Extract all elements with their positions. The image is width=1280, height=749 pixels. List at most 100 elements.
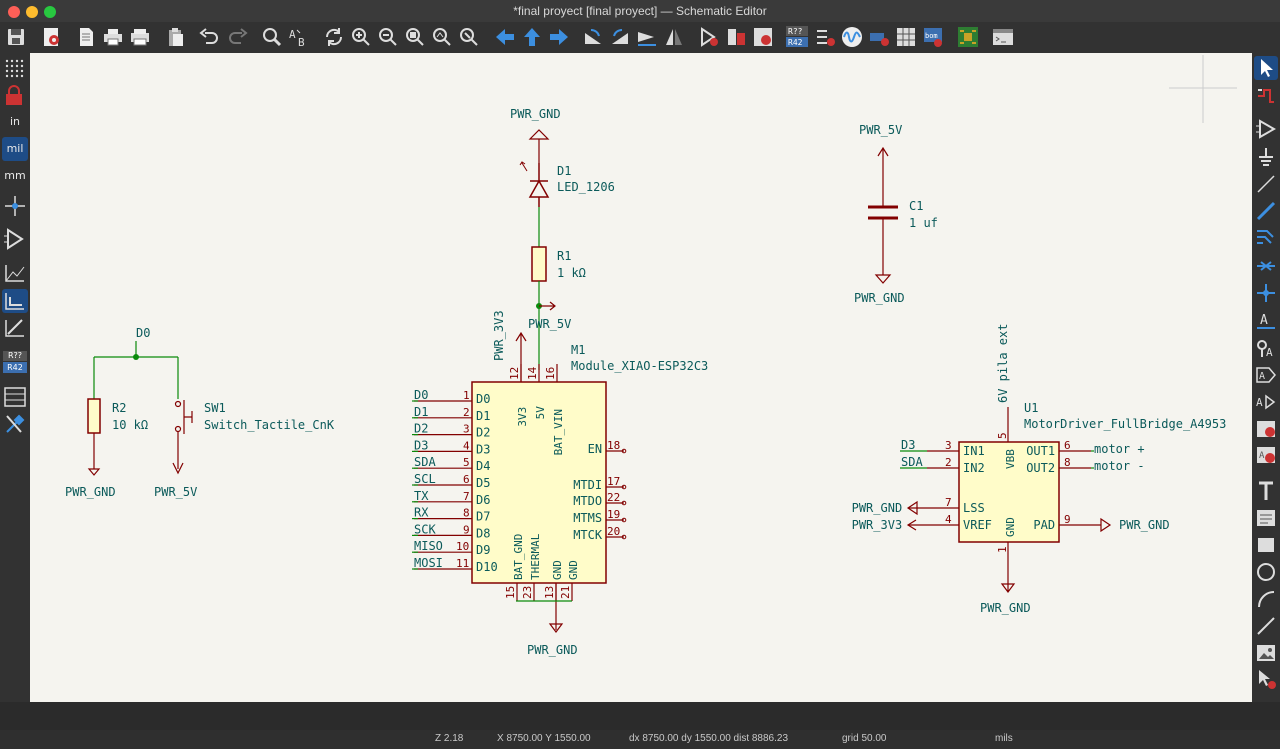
m1-gnd-label: PWR_GND xyxy=(527,643,578,657)
hierarchy-icon[interactable] xyxy=(697,25,721,49)
import-sheet-pin-icon[interactable]: A xyxy=(1254,443,1278,467)
m1-pin-number: 16 xyxy=(544,367,557,380)
highlight-net-icon[interactable] xyxy=(1254,84,1278,108)
close-window-button[interactable] xyxy=(8,6,20,18)
units-inch-button[interactable]: in xyxy=(2,110,28,134)
zoom-fit-icon[interactable] xyxy=(403,25,427,49)
symbol-browser-icon[interactable] xyxy=(751,25,775,49)
add-bus-icon[interactable] xyxy=(1254,225,1278,249)
symbol-editor-icon[interactable] xyxy=(724,25,748,49)
add-hier-label-icon[interactable]: A xyxy=(1254,390,1278,414)
units-mm-button[interactable]: mm xyxy=(2,164,28,188)
u1-pin-name: OUT1 xyxy=(1026,444,1055,458)
redo-icon[interactable] xyxy=(226,25,250,49)
zoom-window-button[interactable] xyxy=(44,6,56,18)
sw1-ref: SW1 xyxy=(204,401,226,415)
zoom-objects-icon[interactable] xyxy=(430,25,454,49)
sw1-5v-label: PWR_5V xyxy=(154,485,197,499)
delete-tool-icon[interactable] xyxy=(1254,667,1278,691)
hierarchy-navigator-icon[interactable] xyxy=(2,385,28,409)
scripting-console-icon[interactable] xyxy=(991,25,1015,49)
cursor-crosshair-icon[interactable] xyxy=(2,194,28,218)
schematic-canvas[interactable]: D0 R2 10 kΩ PWR_GND SW1 Switch_Tactile_C… xyxy=(30,53,1252,702)
add-image-icon[interactable] xyxy=(1254,641,1278,665)
m1-pin-name: D1 xyxy=(476,409,490,423)
add-text-icon[interactable] xyxy=(1254,479,1278,503)
u1-net-label: D3 xyxy=(901,438,915,452)
generate-bom-icon[interactable]: bom xyxy=(921,25,945,49)
print-icon[interactable] xyxy=(101,25,125,49)
add-label-icon[interactable]: A xyxy=(1254,308,1278,332)
u1-driver-body[interactable] xyxy=(958,441,1060,543)
r2-resistor-body[interactable] xyxy=(87,398,101,434)
erc-icon[interactable] xyxy=(813,25,837,49)
m1-pin-number: 7 xyxy=(463,490,470,503)
add-junction-icon[interactable] xyxy=(1254,281,1278,305)
add-global-label-icon[interactable]: A xyxy=(1254,363,1278,387)
c1-value: 1 uf xyxy=(909,216,938,230)
svg-text:B: B xyxy=(298,36,305,49)
grid-override-icon[interactable] xyxy=(2,84,28,108)
save-icon[interactable] xyxy=(4,25,28,49)
mirror-h-icon[interactable] xyxy=(635,25,659,49)
arrow-up-icon[interactable] xyxy=(520,25,544,49)
c1-gnd-symbol xyxy=(874,218,892,284)
add-line-icon[interactable] xyxy=(1254,172,1278,196)
line-mode-90-icon[interactable] xyxy=(2,289,28,313)
add-arc-icon[interactable] xyxy=(1254,587,1278,611)
m1-module-body[interactable] xyxy=(471,381,607,584)
add-symbol-icon[interactable] xyxy=(1254,117,1278,141)
assign-footprints-icon[interactable] xyxy=(867,25,891,49)
properties-manager-icon[interactable] xyxy=(2,412,28,436)
add-circle-icon[interactable] xyxy=(1254,560,1278,584)
hidden-pins-icon[interactable] xyxy=(2,227,28,251)
arrow-left-icon[interactable] xyxy=(493,25,517,49)
find-icon[interactable] xyxy=(260,25,284,49)
pcb-editor-icon[interactable] xyxy=(956,25,980,49)
add-rectangle-icon[interactable] xyxy=(1254,533,1278,557)
add-wire-icon[interactable] xyxy=(1254,199,1278,223)
plot-icon[interactable] xyxy=(128,25,152,49)
grid-toggle-icon[interactable] xyxy=(2,56,28,80)
zoom-in-icon[interactable] xyxy=(349,25,373,49)
units-inch-label: in xyxy=(9,115,21,128)
minimize-window-button[interactable] xyxy=(26,6,38,18)
m1-pin-number: 20 xyxy=(607,525,620,538)
c1-capacitor-plates[interactable] xyxy=(868,205,898,220)
add-textbox-icon[interactable] xyxy=(1254,506,1278,530)
refresh-icon[interactable] xyxy=(322,25,346,49)
m1-net-label: SDA xyxy=(414,455,436,469)
u1-vbb-net-label: 6V pila ext xyxy=(996,324,1010,403)
add-sheet-icon[interactable] xyxy=(1254,417,1278,441)
mirror-v-icon[interactable] xyxy=(662,25,686,49)
annotation-badge-icon[interactable]: R?? R42 xyxy=(2,350,28,374)
annotate-icon[interactable]: R??R42 xyxy=(785,25,809,49)
line-mode-45-icon[interactable] xyxy=(2,316,28,340)
bom-icon[interactable] xyxy=(894,25,918,49)
paste-icon[interactable] xyxy=(164,25,188,49)
m1-pin-number: 19 xyxy=(607,508,620,521)
page-settings-icon[interactable] xyxy=(74,25,98,49)
d1-led-symbol[interactable] xyxy=(528,163,550,207)
select-tool-icon[interactable] xyxy=(1254,56,1278,80)
svg-text:A: A xyxy=(289,28,296,41)
schematic-drawing[interactable]: D0 R2 10 kΩ PWR_GND SW1 Switch_Tactile_C… xyxy=(30,53,1252,702)
units-mil-button[interactable]: mil xyxy=(2,137,28,161)
arrow-right-icon[interactable] xyxy=(547,25,571,49)
rotate-cw-icon[interactable] xyxy=(608,25,632,49)
schematic-setup-icon[interactable] xyxy=(40,25,64,49)
undo-icon[interactable] xyxy=(197,25,221,49)
u1-pin-number: 3 xyxy=(945,439,952,452)
zoom-selection-icon[interactable] xyxy=(457,25,481,49)
add-graphic-line-icon[interactable] xyxy=(1254,614,1278,638)
simulator-icon[interactable] xyxy=(840,25,864,49)
line-mode-free-icon[interactable] xyxy=(2,261,28,285)
svg-text:A: A xyxy=(1259,371,1265,382)
add-no-connect-icon[interactable] xyxy=(1254,254,1278,278)
zoom-out-icon[interactable] xyxy=(376,25,400,49)
add-net-class-icon[interactable]: A xyxy=(1254,336,1278,360)
rotate-ccw-icon[interactable] xyxy=(581,25,605,49)
add-power-icon[interactable] xyxy=(1254,145,1278,169)
r1-resistor-body[interactable] xyxy=(531,246,547,282)
